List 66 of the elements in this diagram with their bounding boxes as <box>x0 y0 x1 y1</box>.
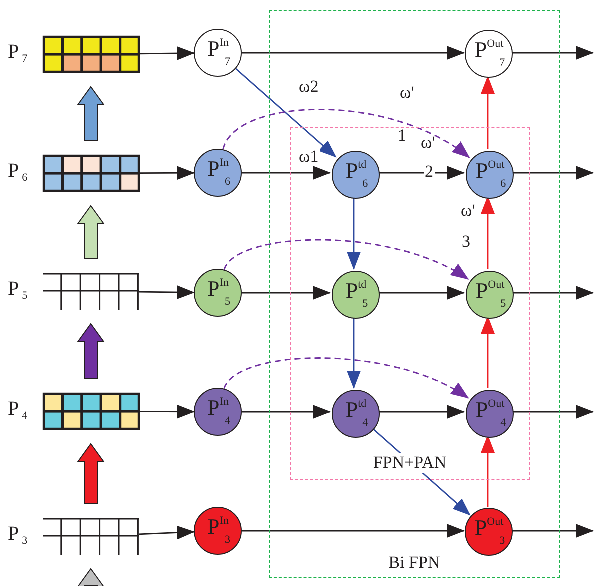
weight-label: ω' <box>400 84 414 101</box>
arrow <box>347 317 361 389</box>
feature-map-grid <box>43 393 139 430</box>
arrow <box>139 404 195 419</box>
feature-node-circle <box>465 508 513 556</box>
dashed-arrow <box>222 109 470 158</box>
arrow <box>378 405 465 419</box>
block-arrow <box>77 205 105 260</box>
feature-map-grid <box>43 155 139 192</box>
dashed-arrow <box>224 239 470 280</box>
feature-node-circle <box>465 30 513 78</box>
arrow <box>242 286 331 300</box>
edge-label: ω2 <box>298 78 320 95</box>
arrow <box>138 526 196 540</box>
arrow <box>512 166 594 180</box>
arrow <box>512 405 594 419</box>
level-label: P$_{7}$ <box>8 40 28 64</box>
feature-node-circle <box>194 507 242 555</box>
arrow <box>242 166 331 180</box>
index-label: 3 <box>462 233 470 250</box>
arrow <box>378 286 465 300</box>
arrow <box>378 166 465 180</box>
feature-node-circle <box>332 390 380 438</box>
arrow <box>242 524 465 538</box>
feature-node-circle <box>194 149 242 197</box>
arrow <box>512 286 594 300</box>
arrow <box>236 68 337 158</box>
arrow <box>242 46 465 60</box>
weight-label: ω' <box>421 134 436 151</box>
feature-map-grid <box>43 273 139 310</box>
block-arrow <box>77 568 105 586</box>
feature-node-circle <box>332 271 380 319</box>
arrow <box>139 286 195 300</box>
arrow <box>347 197 361 270</box>
feature-node-circle <box>332 151 380 199</box>
arrow <box>242 405 331 419</box>
weight-label: ω' <box>461 202 476 219</box>
arrow <box>481 435 495 507</box>
arrow <box>481 316 495 388</box>
level-label: P$_{3}$ <box>8 522 28 546</box>
feature-map-grid <box>43 518 139 555</box>
level-label: P$_{4}$ <box>8 398 28 422</box>
level-label: P$_{5}$ <box>8 278 28 302</box>
block-arrow <box>77 86 105 142</box>
region-title: FPN+PAN <box>371 453 449 473</box>
block-arrow <box>77 443 105 504</box>
level-label: P$_{6}$ <box>8 160 28 184</box>
arrow <box>139 46 195 60</box>
feature-node-circle <box>194 29 242 77</box>
feature-node-circle <box>466 151 514 199</box>
edge-label: 2 <box>424 163 434 180</box>
dashed-arrow <box>224 358 470 399</box>
feature-map-grid <box>43 36 139 73</box>
arrow <box>512 524 594 538</box>
dashed-region-box <box>269 10 560 578</box>
dashed-region-box <box>290 127 530 480</box>
block-arrow <box>77 323 105 380</box>
feature-node-circle <box>194 269 242 317</box>
edge-label: ω1 <box>298 148 320 165</box>
arrow <box>481 76 495 149</box>
feature-node-circle <box>194 388 242 436</box>
feature-node-circle <box>466 390 514 438</box>
feature-node-circle <box>466 271 514 319</box>
index-label: 1 <box>398 127 406 144</box>
arrow <box>139 166 195 180</box>
arrow <box>481 196 495 269</box>
